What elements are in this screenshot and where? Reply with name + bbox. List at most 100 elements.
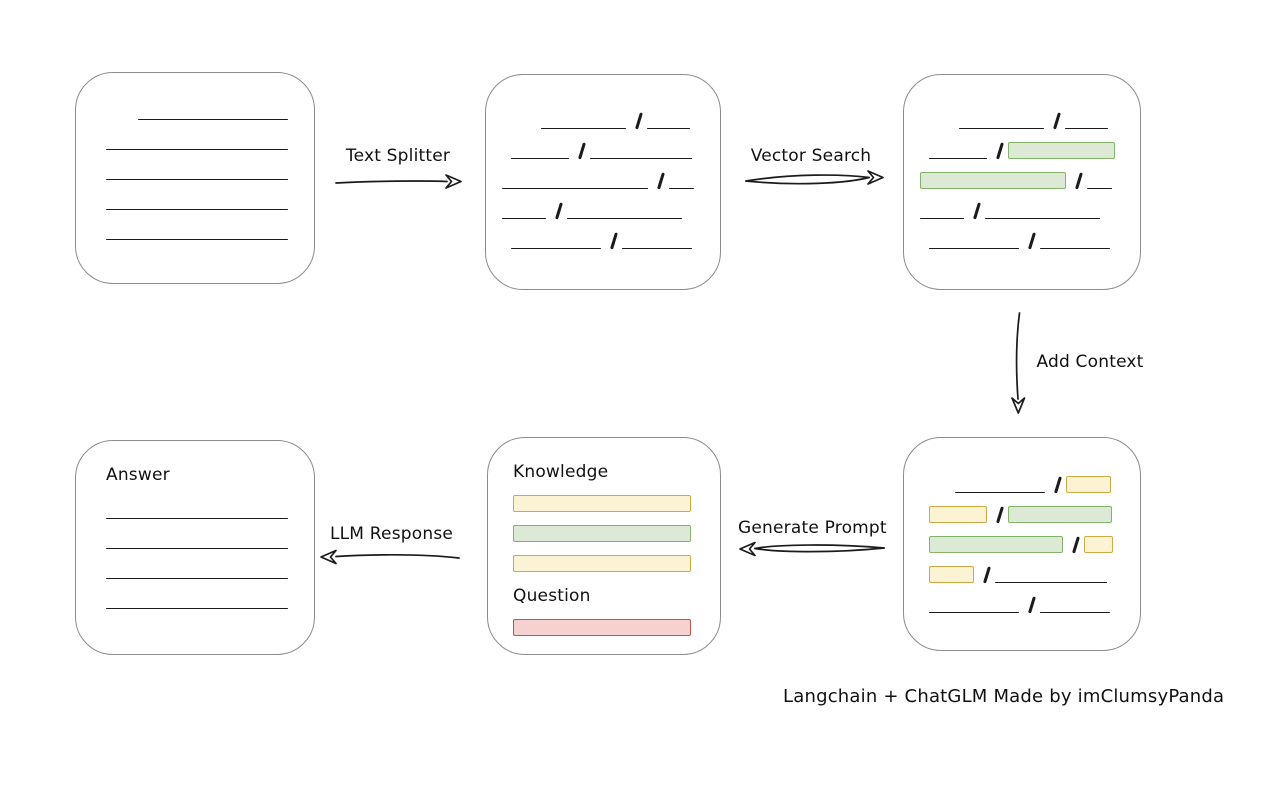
text-line xyxy=(1064,128,1108,129)
add-context-label: Add Context xyxy=(1036,352,1144,372)
llm-response-label: LLM Response xyxy=(329,524,454,544)
generate-prompt-arrow xyxy=(739,541,885,557)
text-line xyxy=(106,209,288,210)
placeholder-row xyxy=(502,99,720,130)
placeholder-row xyxy=(504,482,720,512)
slash-separator xyxy=(578,142,586,160)
placeholder-row xyxy=(920,99,1140,130)
slash-separator xyxy=(1075,172,1083,190)
text-line xyxy=(106,179,288,180)
text-line xyxy=(106,518,288,519)
slash-separator xyxy=(1028,596,1036,614)
yellow-highlight-bar xyxy=(929,506,987,523)
context-chunks-box xyxy=(903,437,1141,651)
text-line xyxy=(959,128,1044,129)
split-text-box xyxy=(485,74,721,290)
indent-spacer xyxy=(920,248,929,249)
text-line xyxy=(1039,612,1110,613)
placeholder-row xyxy=(504,606,720,636)
placeholder-row xyxy=(920,523,1140,554)
placeholder-row xyxy=(502,159,720,190)
slash-separator xyxy=(657,172,665,190)
text-line xyxy=(511,248,601,249)
text-line xyxy=(1086,188,1112,189)
green-highlight-bar xyxy=(513,525,691,542)
placeholder-row xyxy=(920,583,1140,614)
placeholder-row xyxy=(920,219,1140,250)
text-splitter-label: Text Splitter xyxy=(345,146,451,166)
green-highlight-bar xyxy=(1007,506,1112,523)
context-lines xyxy=(920,463,1140,614)
placeholder-row xyxy=(92,489,314,519)
placeholder-row xyxy=(92,180,314,210)
text-line xyxy=(621,248,692,249)
slash-separator xyxy=(996,506,1004,524)
text-line xyxy=(646,128,690,129)
source-document-box xyxy=(75,72,315,284)
text-line xyxy=(541,128,626,129)
yellow-highlight-bar xyxy=(513,495,691,512)
text-line xyxy=(668,188,694,189)
generate-prompt-label: Generate Prompt xyxy=(738,518,887,538)
text-line xyxy=(955,492,1045,493)
placeholder-row xyxy=(920,159,1140,190)
slash-separator xyxy=(983,566,991,584)
caption: Langchain + ChatGLM Made by imClumsyPand… xyxy=(783,686,1225,707)
green-highlight-bar xyxy=(929,536,1063,553)
slash-separator xyxy=(973,202,981,220)
document-lines xyxy=(92,90,314,240)
indent-spacer xyxy=(504,571,513,572)
slash-separator xyxy=(1072,536,1080,554)
placeholder-row xyxy=(92,549,314,579)
text-line xyxy=(106,578,288,579)
placeholder-row xyxy=(502,189,720,220)
question-label: Question xyxy=(513,586,591,606)
red-highlight-bar xyxy=(513,619,691,636)
answer-box: Answer xyxy=(75,440,315,655)
text-line xyxy=(1039,248,1110,249)
indent-spacer xyxy=(504,635,513,636)
text-line xyxy=(984,218,1100,219)
slash-separator xyxy=(1028,232,1036,250)
placeholder-row xyxy=(502,219,720,250)
placeholder-row xyxy=(92,210,314,240)
slash-separator xyxy=(1054,476,1062,494)
text-line xyxy=(106,608,288,609)
yellow-highlight-bar xyxy=(1083,536,1113,553)
placeholder-row xyxy=(92,579,314,609)
slash-separator xyxy=(635,112,643,130)
add-context-arrow xyxy=(1011,312,1026,414)
slash-separator xyxy=(610,232,618,250)
split-text-lines xyxy=(502,99,720,250)
placeholder-row xyxy=(92,519,314,549)
text-line xyxy=(929,248,1019,249)
question-bar xyxy=(504,606,720,636)
text-line xyxy=(502,218,546,219)
indent-spacer xyxy=(502,248,511,249)
llm-response-arrow xyxy=(320,549,460,565)
placeholder-row xyxy=(504,542,720,572)
knowledge-bars xyxy=(504,482,720,572)
knowledge-label: Knowledge xyxy=(513,462,609,482)
text-line xyxy=(920,218,964,219)
text-line xyxy=(929,612,1019,613)
vector-result-lines xyxy=(920,99,1140,250)
green-highlight-bar xyxy=(1007,142,1115,159)
placeholder-row xyxy=(92,150,314,180)
indent-spacer xyxy=(920,612,929,613)
vector-search-label: Vector Search xyxy=(750,146,872,166)
slash-separator xyxy=(555,202,563,220)
placeholder-row xyxy=(92,90,314,120)
text-line xyxy=(502,188,648,189)
answer-label: Answer xyxy=(106,465,170,485)
placeholder-row xyxy=(920,129,1140,160)
placeholder-row xyxy=(920,189,1140,220)
text-line xyxy=(138,119,288,120)
text-line xyxy=(106,548,288,549)
indent-spacer xyxy=(92,239,106,240)
placeholder-row xyxy=(920,553,1140,584)
indent-spacer xyxy=(92,608,106,609)
text-line xyxy=(106,239,288,240)
text-line xyxy=(511,158,569,159)
